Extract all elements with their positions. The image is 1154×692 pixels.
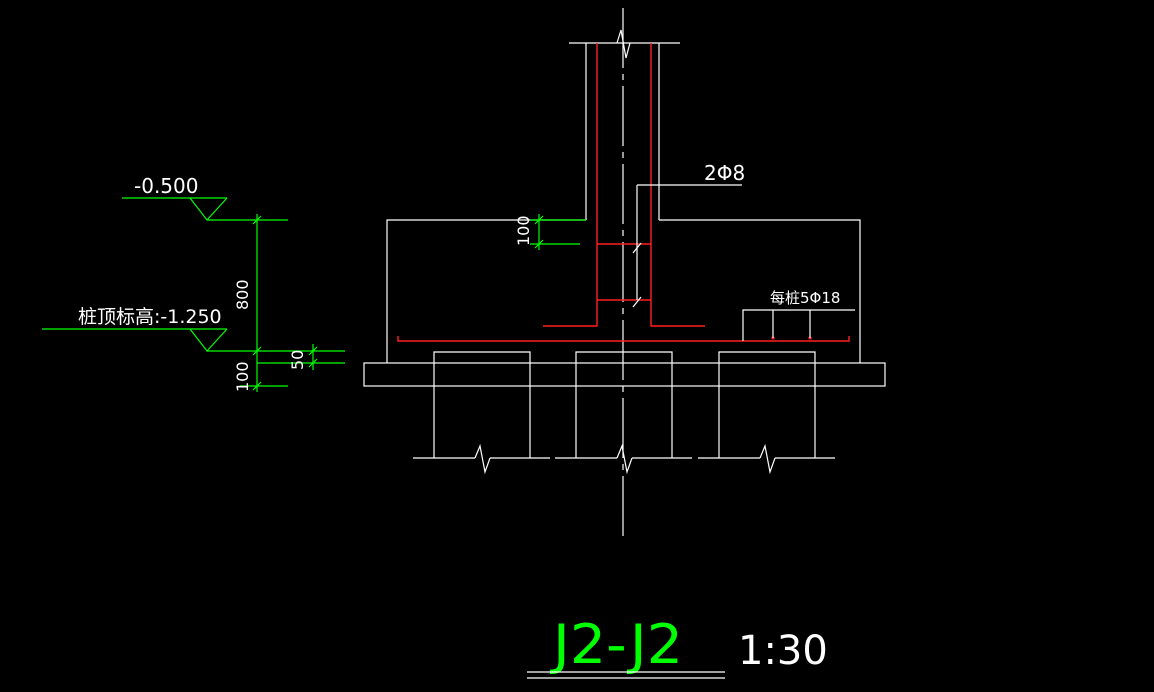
pile-top-label: 桩顶标高:-1.250 — [78, 306, 222, 328]
bottom-rebar-label: 每桩5Φ18 — [770, 289, 840, 307]
dim-50-text: 50 — [288, 350, 307, 370]
column-rebar — [543, 43, 705, 327]
dim-50 — [308, 344, 318, 370]
scale-label: 1:30 — [738, 628, 828, 674]
bottom-rebar-leader — [742, 309, 855, 341]
column-outline — [569, 29, 680, 220]
elev-top-label: -0.500 — [134, 174, 198, 198]
stirrup-label: 2Φ8 — [704, 161, 745, 185]
pile-right — [698, 351, 835, 475]
dim-100-column-text: 100 — [514, 215, 533, 246]
stirrup-leader — [632, 184, 742, 308]
dim-100-column — [530, 214, 586, 250]
pile-left — [413, 351, 550, 475]
dim-800-text: 800 — [233, 279, 252, 310]
section-title: J2-J2 — [550, 613, 683, 676]
elev-top-marker — [122, 197, 288, 221]
pile-cap-outline — [363, 219, 886, 387]
dim-800 — [240, 214, 345, 392]
pile-middle — [555, 351, 692, 475]
pile-top-marker — [42, 328, 345, 352]
dim-100-left-text: 100 — [233, 361, 252, 392]
